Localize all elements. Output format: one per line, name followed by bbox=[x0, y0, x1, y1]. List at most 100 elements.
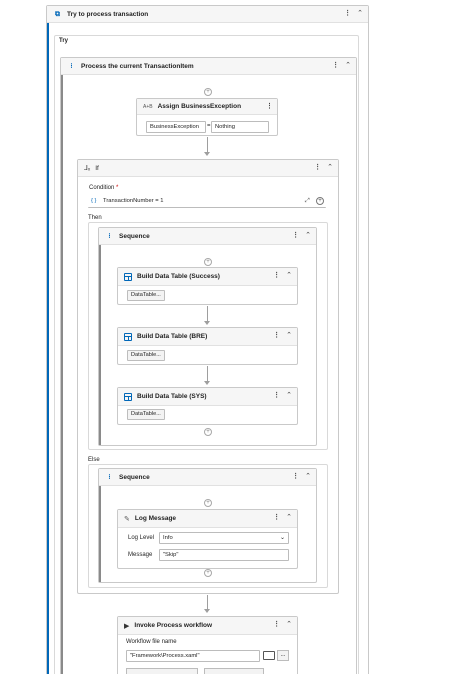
assign-operator: = bbox=[207, 123, 211, 129]
else-sequence-title: Sequence bbox=[119, 473, 150, 481]
connector-arrow bbox=[204, 381, 210, 385]
connector-arrow bbox=[204, 609, 210, 613]
collapse-icon[interactable]: ⌃ bbox=[286, 272, 292, 279]
collapse-icon[interactable]: ⌃ bbox=[286, 514, 292, 521]
data-table-button[interactable]: DataTable... bbox=[127, 290, 165, 301]
message-input[interactable]: "Skip" bbox=[159, 549, 289, 561]
log-message-actions: ⋮ ⌃ bbox=[273, 514, 292, 522]
data-table-icon bbox=[124, 392, 132, 401]
collapse-icon[interactable]: ⌃ bbox=[286, 621, 292, 628]
workflow-file-input[interactable]: "Framework\Process.xaml" bbox=[126, 650, 260, 662]
required-mark: * bbox=[116, 185, 119, 191]
collapse-icon[interactable]: ⌃ bbox=[305, 232, 311, 239]
collapse-icon[interactable]: ⌃ bbox=[286, 392, 292, 399]
assign-value-field[interactable]: Nothing bbox=[211, 121, 269, 133]
data-table-icon bbox=[124, 332, 132, 341]
import-arguments-button[interactable] bbox=[126, 668, 198, 674]
collapse-icon[interactable]: ⌃ bbox=[305, 473, 311, 480]
expand-editor-icon[interactable]: ⤢ bbox=[305, 198, 310, 204]
sequence-icon: ⁝ bbox=[108, 473, 111, 481]
try-block-header-actions: ⋮ ⌃ bbox=[344, 10, 363, 18]
collapse-icon[interactable]: ⌃ bbox=[327, 164, 333, 171]
log-message-header[interactable]: ✎ Log Message ⋮ ⌃ bbox=[118, 510, 297, 528]
then-sequence-header[interactable]: ⁝ Sequence ⋮ ⌃ bbox=[99, 228, 316, 245]
connector-arrow bbox=[204, 152, 210, 156]
kebab-icon[interactable]: ⋮ bbox=[292, 232, 299, 239]
more-button[interactable]: ... bbox=[277, 650, 289, 661]
else-sequence-accent bbox=[99, 469, 101, 582]
log-icon: ✎ bbox=[124, 515, 130, 523]
condition-label: Condition * bbox=[89, 185, 118, 191]
else-panel bbox=[88, 464, 328, 588]
plus-icon[interactable]: + bbox=[204, 428, 212, 436]
invoke-process-title: Invoke Process workflow bbox=[134, 622, 213, 629]
play-icon: ▶ bbox=[124, 622, 130, 630]
process-item-header-actions: ⋮ ⌃ bbox=[332, 62, 351, 70]
kebab-icon[interactable]: ⋮ bbox=[273, 392, 280, 399]
build-data-table-bre-actions: ⋮ ⌃ bbox=[273, 332, 292, 340]
connector-line bbox=[207, 366, 208, 382]
plus-icon[interactable]: + bbox=[204, 88, 212, 96]
invoke-process-header[interactable]: ▶ Invoke Process workflow ⋮ ⌃ bbox=[118, 617, 297, 635]
then-panel bbox=[88, 222, 328, 450]
assign-target-field[interactable]: BusinessException bbox=[146, 121, 206, 133]
if-header-actions: ⋮ ⌃ bbox=[314, 164, 333, 172]
process-item-header[interactable]: ⁝ Process the current TransactionItem ⋮ … bbox=[61, 58, 356, 75]
kebab-icon[interactable]: ⋮ bbox=[273, 272, 280, 279]
log-level-label: Log Level bbox=[128, 535, 155, 541]
try-block-title: Try to process transaction bbox=[67, 10, 149, 18]
folder-icon[interactable] bbox=[263, 651, 275, 660]
connector-line bbox=[207, 137, 208, 153]
if-title: If bbox=[95, 164, 99, 172]
then-label: Then bbox=[88, 215, 102, 221]
kebab-icon[interactable]: ⋮ bbox=[273, 514, 280, 521]
assign-header[interactable]: A+B Assign BusinessException ⋮ bbox=[137, 99, 277, 115]
plus-icon[interactable]: + bbox=[204, 569, 212, 577]
build-data-table-sys-title: Build Data Table (SYS) bbox=[137, 393, 207, 400]
build-data-table-sys-header[interactable]: Build Data Table (SYS) ⋮ ⌃ bbox=[118, 388, 297, 406]
collapse-icon[interactable]: ⌃ bbox=[286, 332, 292, 339]
chevron-down-icon: ⌄ bbox=[279, 535, 285, 541]
condition-label-text: Condition bbox=[89, 185, 115, 191]
message-label: Message bbox=[128, 552, 153, 558]
kebab-icon[interactable]: ⋮ bbox=[314, 164, 321, 171]
invoke-process-activity[interactable]: ▶ Invoke Process workflow ⋮ ⌃ bbox=[117, 616, 298, 674]
build-data-table-success-title: Build Data Table (Success) bbox=[137, 273, 220, 280]
plus-icon[interactable]: + bbox=[204, 499, 212, 507]
data-table-button[interactable]: DataTable... bbox=[127, 350, 165, 361]
build-data-table-success[interactable]: Build Data Table (Success) ⋮ ⌃ bbox=[117, 267, 298, 305]
plus-icon[interactable]: + bbox=[204, 258, 212, 266]
log-level-select[interactable]: Info ⌄ bbox=[159, 532, 289, 544]
data-table-button[interactable]: DataTable... bbox=[127, 409, 165, 420]
kebab-icon[interactable]: ⋮ bbox=[266, 103, 273, 110]
connector-line bbox=[207, 595, 208, 610]
condition-input[interactable]: { } TransactionNumber = 1 bbox=[88, 196, 326, 208]
edit-arguments-button[interactable] bbox=[204, 668, 264, 674]
sequence-icon: ⁝ bbox=[108, 232, 111, 240]
build-data-table-bre-header[interactable]: Build Data Table (BRE) ⋮ ⌃ bbox=[118, 328, 297, 346]
kebab-icon[interactable]: ⋮ bbox=[292, 473, 299, 480]
build-data-table-success-header[interactable]: Build Data Table (Success) ⋮ ⌃ bbox=[118, 268, 297, 286]
data-table-icon bbox=[124, 272, 132, 281]
braces-icon: { } bbox=[91, 198, 97, 204]
try-block-header[interactable]: ⧉ Try to process transaction ⋮ ⌃ bbox=[47, 6, 368, 23]
assign-header-actions: ⋮ bbox=[266, 103, 273, 111]
kebab-icon[interactable]: ⋮ bbox=[273, 621, 280, 628]
else-sequence-header[interactable]: ⁝ Sequence ⋮ ⌃ bbox=[99, 469, 316, 486]
then-sequence-title: Sequence bbox=[119, 232, 150, 240]
try-accent bbox=[47, 6, 49, 674]
if-header[interactable]: ⅃ₓ If ⋮ ⌃ bbox=[78, 160, 338, 177]
then-sequence-header-actions: ⋮ ⌃ bbox=[292, 232, 311, 240]
collapse-icon[interactable]: ⌃ bbox=[345, 62, 351, 69]
collapse-icon[interactable]: ⌃ bbox=[357, 10, 363, 17]
log-level-value: Info bbox=[163, 535, 173, 541]
kebab-icon[interactable]: ⋮ bbox=[344, 10, 351, 17]
else-label: Else bbox=[88, 457, 100, 463]
kebab-icon[interactable]: ⋮ bbox=[273, 332, 280, 339]
plus-icon[interactable]: + bbox=[316, 197, 324, 205]
build-data-table-bre-title: Build Data Table (BRE) bbox=[137, 333, 208, 340]
try-catch-icon: ⧉ bbox=[55, 10, 60, 18]
condition-value: TransactionNumber = 1 bbox=[103, 198, 164, 204]
process-item-title: Process the current TransactionItem bbox=[81, 62, 194, 70]
kebab-icon[interactable]: ⋮ bbox=[332, 62, 339, 69]
